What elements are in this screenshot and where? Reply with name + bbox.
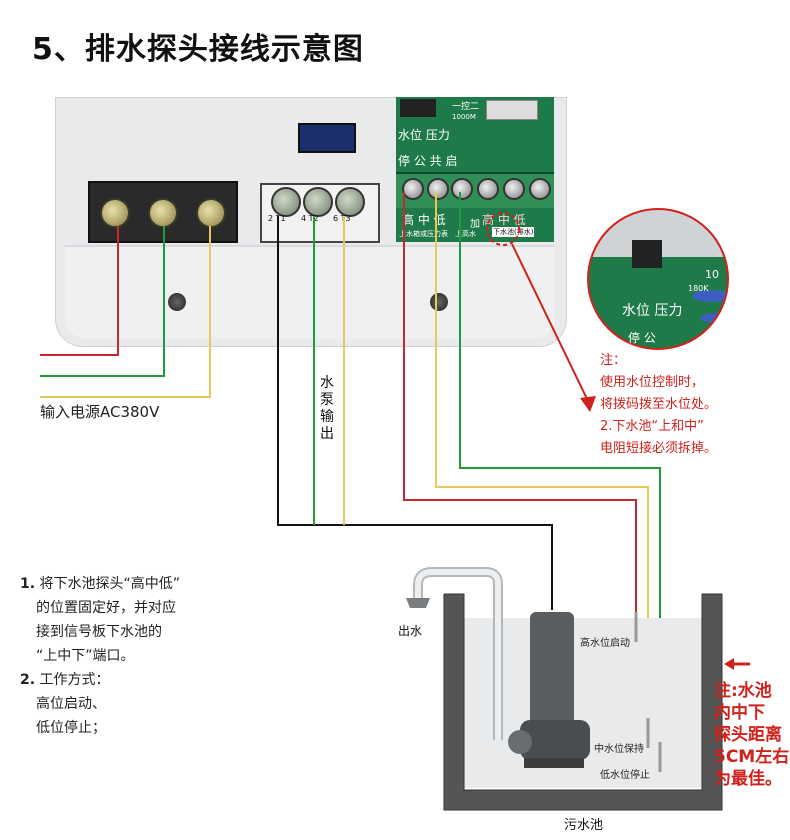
level-low-label: 低水位停止 — [600, 770, 650, 781]
control-box-lower-cover — [65, 245, 555, 339]
callout-note-line-4: 2.下水池“上和中” — [600, 419, 704, 434]
probe-wire-red — [403, 192, 637, 640]
callout-note-line-1: 注： — [600, 353, 627, 368]
pump-output-char-4: 出 — [320, 426, 334, 442]
dip-switch[interactable] — [298, 123, 356, 153]
instruction-item-1: 1. 将下水池探头“高中低” — [20, 572, 240, 596]
pcb-chip — [486, 100, 538, 120]
pump-output-char-1: 水 — [320, 375, 334, 391]
signal-pcb — [396, 97, 554, 242]
power-wire-red — [40, 226, 119, 356]
pcb-screw-1[interactable] — [402, 178, 424, 200]
instruction-2-line-1: 工作方式： — [39, 672, 110, 688]
instruction-2-line-3: 低位停止； — [36, 720, 106, 736]
zoom-bottom-labels: 停 公 — [628, 331, 656, 345]
outlet-nozzle — [406, 598, 430, 608]
pcb-switch[interactable] — [400, 99, 436, 117]
side-note: 注:水池 内中下 探头距离 5CM左右 为最佳。 — [714, 680, 789, 790]
pcb-screw-6[interactable] — [529, 178, 551, 200]
level-high-label: 高水位启动 — [580, 638, 630, 649]
instruction-1-number: 1. — [20, 576, 36, 592]
callout-note-line-2: 使用水位控制时， — [600, 375, 705, 390]
side-note-line-1: 注:水池 — [714, 681, 772, 701]
pcb-add-text: 加 — [470, 219, 480, 230]
pcb-screw-4[interactable] — [477, 178, 499, 200]
instruction-item-2: 2. 工作方式： — [20, 668, 240, 692]
instructions: 1. 将下水池探头“高中低” 的位置固定好，并对应 接到信号板下水池的 “上中下… — [20, 572, 240, 740]
power-terminal-screw-2[interactable] — [148, 198, 178, 228]
motor-terminal-screw-3[interactable] — [335, 187, 365, 217]
motor-terminal-label-1: 2 T1 — [268, 214, 286, 223]
pcb-probe-labels-left: 高 中 低 — [402, 213, 446, 227]
pcb-stop-labels: 停 公 共 启 — [398, 154, 458, 168]
outlet-label: 出水 — [398, 624, 423, 638]
instruction-1-line-4: “上中下”端口。 — [36, 648, 135, 664]
pcb-screw-5[interactable] — [503, 178, 525, 200]
side-note-line-4: 5CM左右 — [714, 747, 790, 767]
callout-arrowhead — [580, 396, 596, 412]
side-note-line-3: 探头距离 — [714, 725, 782, 745]
callout-arrow-line — [511, 243, 591, 406]
zoom-mode-labels: 水位 压力 — [622, 303, 683, 319]
pcb-screw-2[interactable] — [427, 178, 449, 200]
power-wire-yellow — [40, 226, 211, 398]
pcb-tag-mid: 上高水 — [455, 230, 476, 238]
pump-output-label: 水 泵 输 出 — [318, 375, 336, 443]
pump-body — [530, 612, 574, 732]
motor-terminal-label-3: 6 T3 — [333, 214, 351, 223]
pump-output-char-3: 输 — [320, 409, 334, 425]
motor-terminal-label-2: 4 T2 — [301, 214, 319, 223]
pcb-resistor-text: 1000M — [452, 113, 476, 121]
instruction-1-line-2: 的位置固定好，并对应 — [36, 600, 176, 616]
probe-wire-yellow — [435, 192, 649, 745]
instruction-1-line-3: 接到信号板下水池的 — [36, 624, 162, 640]
pcb-screw-3[interactable] — [451, 178, 473, 200]
tank-wall — [443, 593, 723, 811]
tank-label: 污水池 — [564, 818, 604, 833]
power-terminal-screw-1[interactable] — [100, 198, 130, 228]
side-note-line-5: 为最佳。 — [714, 769, 782, 789]
pcb-tag-left: 上水箱或压力表 — [399, 230, 448, 238]
mount-screw-left — [168, 293, 186, 311]
motor-terminal-screw-2[interactable] — [303, 187, 333, 217]
callout-note-line-5: 电阻短接必须拆掉。 — [600, 441, 718, 456]
instruction-2-line-2: 高位启动、 — [36, 696, 106, 712]
zoom-resistor-text: 10 — [705, 268, 719, 281]
level-mid-label: 中水位保持 — [594, 744, 644, 755]
instruction-1-line-1: 将下水池探头“高中低” — [39, 576, 181, 592]
pcb-highlight-circle — [486, 212, 520, 246]
pcb-top-text: 一控二 — [452, 102, 480, 112]
callout-note-line-3: 将拨码拨至水位处。 — [600, 397, 718, 412]
power-terminal-screw-3[interactable] — [196, 198, 226, 228]
callout-note: 注： 使用水位控制时， 将拨码拨至水位处。 2.下水池“上和中” 电阻短接必须拆… — [600, 350, 717, 460]
side-note-line-2: 内中下 — [714, 703, 765, 723]
zoom-circle-border — [587, 208, 729, 350]
zoom-resistor-text-2: 180K — [688, 284, 709, 293]
page-title: 5、排水探头接线示意图 — [32, 32, 364, 67]
pcb-mode-labels: 水位 压力 — [398, 128, 450, 142]
pump-output-char-2: 泵 — [320, 392, 334, 408]
power-input-label: 输入电源AC380V — [40, 403, 160, 421]
pcb-tag-right: 下水池(排水) — [492, 227, 535, 237]
instruction-2-number: 2. — [20, 672, 36, 688]
mount-screw-right — [430, 293, 448, 311]
pump-wire-black — [277, 216, 553, 610]
power-wire-green — [40, 226, 165, 377]
motor-terminal-screw-1[interactable] — [271, 187, 301, 217]
